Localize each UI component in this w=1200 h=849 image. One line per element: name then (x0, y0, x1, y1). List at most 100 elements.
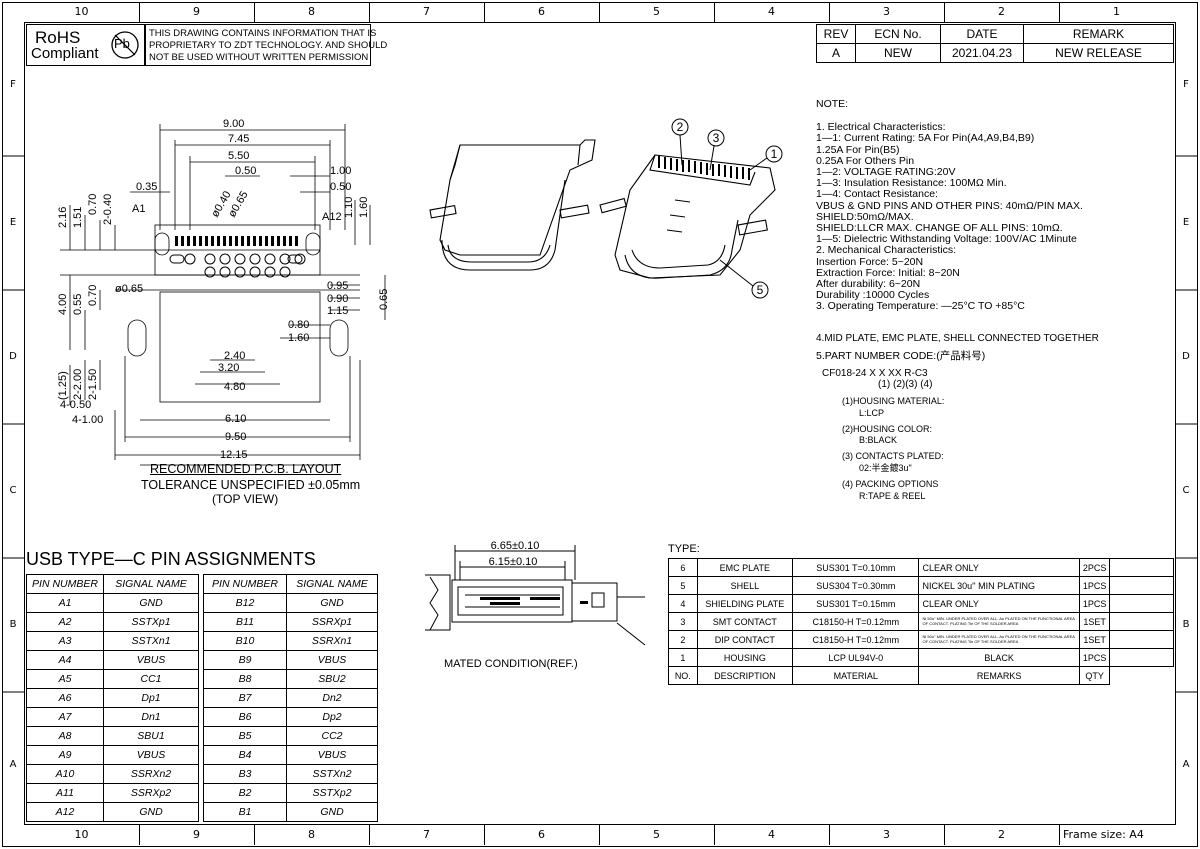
bom-no: 2 (668, 630, 698, 649)
dim-label: 4.00 (57, 294, 69, 315)
part-callouts (671, 118, 783, 299)
note-line: Insertion Force: 5~20N (816, 255, 924, 268)
bom-remarks: NICKEL 30u'' MIN PLATING (918, 576, 1080, 595)
tolerance-note: TOLERANCE UNSPECIFIED ±0.05mm (141, 478, 361, 492)
top-view-label: (TOP VIEW) (212, 492, 279, 506)
bom-blank (1109, 612, 1174, 631)
signal-name: SBU2 (286, 669, 378, 689)
table-row: 5 SHELL SUS304 T=0.30mm NICKEL 30u'' MIN… (668, 576, 1174, 595)
pin-number: A4 (26, 650, 104, 670)
pin-number: B4 (203, 745, 287, 765)
bom-material: SUS304 T=0.30mm (792, 576, 920, 595)
frame-size-label: Frame size: A4 (1063, 828, 1144, 841)
notice-line: NOT BE USED WITHOUT WRITTEN PERMISSION (149, 52, 369, 63)
part-number-code: CF018-24 X X XX R-C3 (822, 368, 928, 379)
bom-qty: 1SET (1078, 630, 1111, 649)
note-4: 4.MID PLATE, EMC PLATE, SHELL CONNECTED … (816, 333, 1099, 344)
pb-free-icon (111, 31, 139, 59)
bom-material: SUS301 T=0.15mm (792, 594, 920, 613)
dim-label: 1.60 (288, 332, 309, 344)
dim-label: 5.50 (228, 150, 249, 162)
zone-label: 4 (714, 2, 830, 22)
pad-row-top (175, 236, 298, 246)
pin-number: B2 (203, 783, 287, 803)
bom-blank (1110, 667, 1174, 685)
pin-number: B9 (203, 650, 287, 670)
bom-qty: 1PCS (1078, 648, 1111, 667)
rev-header: REV (816, 24, 856, 44)
bom-no: 1 (668, 648, 698, 667)
note-line: 3. Operating Temperature: —25°C TO +85°C (816, 300, 1025, 313)
zone-label: 6 (484, 2, 600, 22)
signal-name: GND (103, 593, 199, 613)
bom-material: LCP UL94V-0 (792, 648, 920, 667)
notes-heading: NOTE: (816, 98, 849, 110)
notice-line: PROPRIETARY TO ZDT TECHNOLOGY. AND SHOUL… (149, 40, 388, 51)
dim-label: 1.15 (327, 305, 348, 317)
mated-condition-label: MATED CONDITION(REF.) (444, 658, 578, 670)
dim-label: 0.90 (327, 293, 348, 305)
dim-label: 0.80 (288, 319, 309, 331)
zone-row-label: E (9, 217, 17, 228)
callout-number: 3 (713, 131, 720, 145)
dim-label: 0.95 (327, 280, 348, 292)
zone-label: 7 (369, 825, 485, 845)
note-line: After durability: 6~20N (816, 278, 921, 291)
note-line: 1—2: VOLTAGE RATING:20V (816, 166, 956, 179)
bom-header-material: MATERIAL (792, 666, 920, 685)
part-number-index: (1) (2)(3) (4) (878, 379, 933, 390)
dim-label: 1.10 (343, 197, 355, 218)
zone-label: 3 (829, 2, 945, 22)
dim-label: 0.70 (87, 285, 99, 306)
option-line: B:BLACK (859, 435, 898, 446)
bom-no: 5 (668, 576, 698, 595)
signal-name: VBUS (103, 650, 199, 670)
zone-label: 8 (254, 2, 370, 22)
bom-description: SHIELDING PLATE (696, 594, 794, 613)
zone-row-label: B (1182, 619, 1190, 630)
bom-no: 6 (668, 558, 698, 577)
ecn-header: ECN No. (855, 24, 941, 44)
bom-qty: 1PCS (1078, 576, 1111, 595)
dim-label: 2-0.40 (102, 194, 114, 225)
callout-number: 1 (771, 147, 778, 161)
notice-line: THIS DRAWING CONTAINS INFORMATION THAT I… (149, 28, 377, 39)
zone-row-label: D (1182, 351, 1190, 362)
bom-material: C18150-H T=0.12mm (792, 630, 920, 649)
pin-number: A11 (26, 783, 104, 803)
bom-header-description: DESCRIPTION (696, 666, 794, 685)
bom-no: 3 (668, 612, 698, 631)
bom-qty: 2PCS (1078, 558, 1111, 577)
zone-label: 2 (944, 825, 1060, 845)
dim-label: 9.00 (223, 118, 244, 130)
dim-label: (1.25) (57, 371, 69, 400)
signal-name: CC2 (286, 726, 378, 746)
pin-number: A2 (26, 612, 104, 632)
bom-blank (1109, 630, 1174, 649)
mated-condition-drawing: 6.65±0.10 6.15±0.10 (425, 540, 646, 646)
dim-label: A12 (322, 211, 342, 223)
pin-assignments-title: USB TYPE—C PIN ASSIGNMENTS (26, 549, 316, 569)
pin-number: A6 (26, 688, 104, 708)
revision-header-row: REV ECN No. DATE REMARK (816, 24, 1174, 44)
note-line: 1—3: Insulation Resistance: 100MΩ Min. (816, 177, 1007, 190)
option-line: 02:半金鍍3u" (859, 462, 912, 473)
bom-table: 6 EMC PLATE SUS301 T=0.10mm CLEAR ONLY 2… (668, 558, 1174, 685)
pin-number: A9 (26, 745, 104, 765)
bom-description: EMC PLATE (696, 558, 794, 577)
table-row: 6 EMC PLATE SUS301 T=0.10mm CLEAR ONLY 2… (668, 558, 1174, 577)
zone-row-label: F (10, 79, 16, 90)
bom-remarks: CLEAR ONLY (918, 594, 1080, 613)
zone-label: 10 (24, 2, 140, 22)
